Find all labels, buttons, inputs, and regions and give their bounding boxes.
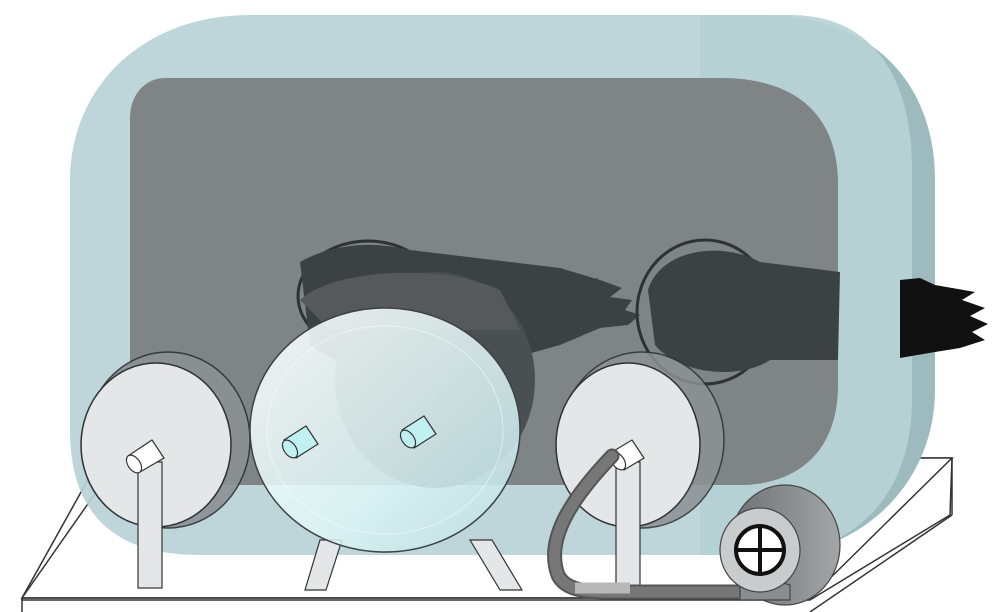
nozzle-right (609, 439, 645, 471)
airlock-face (249, 307, 521, 553)
airlock-nozzle-left (281, 425, 319, 459)
port-stand-left (137, 461, 163, 589)
glove-port-right (555, 351, 725, 589)
glove-external-hand (900, 278, 988, 358)
table-edge-right-lower (809, 514, 953, 612)
glove-left-thumb (560, 268, 598, 295)
airlock-leg-right (468, 539, 524, 591)
airlock-chamber (249, 272, 535, 591)
glove-port-left (80, 351, 251, 589)
nozzle-left (125, 439, 165, 474)
glove-external (900, 278, 988, 358)
vacuum-hose (547, 448, 748, 600)
airlock-face-ring (266, 325, 504, 535)
glove-right-arm (648, 250, 840, 372)
airlock-nozzle-right (399, 415, 437, 449)
port-stand-right (615, 461, 641, 589)
blower-pump (719, 484, 841, 606)
